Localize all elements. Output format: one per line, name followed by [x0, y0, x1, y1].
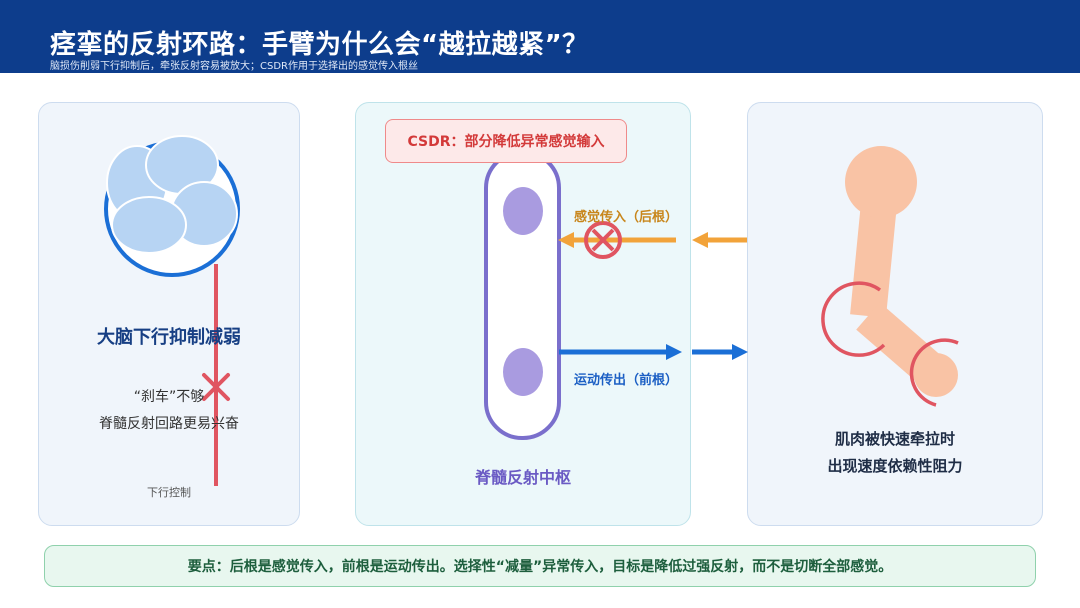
keypoint-box: 要点：后根是感觉传入，前根是运动传出。选择性“减量”异常传入，目标是降低过强反射… [44, 545, 1036, 587]
sensory-input-label: 感觉传入（后根） [574, 210, 679, 225]
sensory-arrow-inner [558, 232, 676, 248]
brain-icon [104, 135, 240, 277]
blocked-brake-icon [202, 373, 230, 401]
page-title: 痉挛的反射环路：手臂为什么会“越拉越紧”？ [50, 30, 589, 60]
motor-arrow-outer [692, 344, 748, 360]
brain-desc-line1: “刹车”不够 [133, 389, 205, 405]
sensory-arrow-outer [692, 232, 747, 248]
descending-control-label: 下行控制 [147, 486, 191, 499]
muscle-desc-line1: 肌肉被快速牵拉时 [834, 430, 955, 448]
page-subtitle: 脑损伤削弱下行抑制后，牵张反射容易被放大；CSDR作用于选择出的感觉传入根丝 [50, 61, 418, 72]
brain-desc-line2: 脊髓反射回路更易兴奋 [99, 416, 239, 432]
spinal-center-label: 脊髓反射中枢 [474, 468, 571, 487]
muscle-desc-line2: 出现速度依赖性阻力 [827, 457, 963, 475]
spinal-cord-icon [484, 150, 561, 440]
motor-output-label: 运动传出（前根） [574, 373, 679, 388]
motor-arrow-inner [559, 344, 682, 360]
header-bar [0, 0, 1080, 73]
csdr-badge: CSDR：部分降低异常感觉输入 [385, 119, 627, 163]
arm-icon [821, 146, 959, 407]
brain-label: 大脑下行抑制减弱 [97, 327, 241, 348]
block-icon [584, 221, 622, 259]
